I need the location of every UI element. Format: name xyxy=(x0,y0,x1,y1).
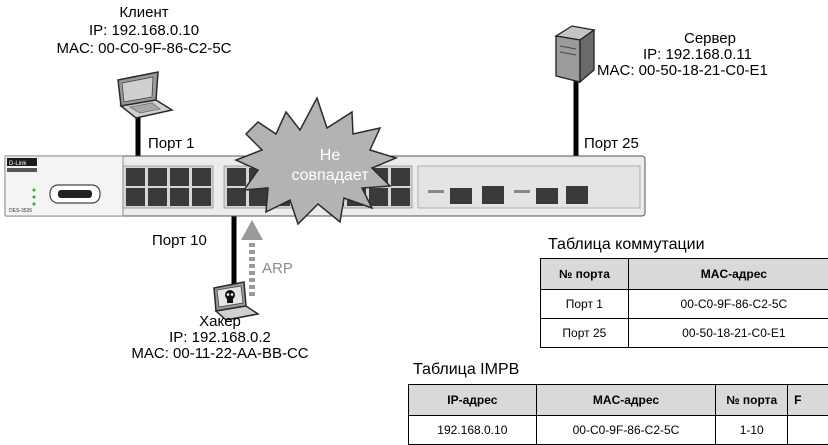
hacker-mac: MAC: 00-11-22-AA-BB-CC xyxy=(60,345,380,362)
table-row: Порт 1 00-C0-9F-86-C2-5C xyxy=(541,290,828,319)
hacker-ip: IP: 192.168.0.2 xyxy=(130,329,310,346)
column-header: № порта xyxy=(541,259,629,290)
table-cell: 00-50-18-21-C0-E1 xyxy=(628,319,828,348)
mismatch-text-line1: Не xyxy=(270,146,390,166)
column-header: MAC-адрес xyxy=(628,259,828,290)
column-header: MAC-адрес xyxy=(536,385,716,416)
server-name: Сервер xyxy=(650,30,770,47)
switching-table: № порта MAC-адрес Порт 1 00-C0-9F-86-C2-… xyxy=(540,258,828,348)
table-header-row: IP-адрес MAC-адрес № порта F xyxy=(409,385,828,416)
server-ip: IP: 192.168.0.11 xyxy=(643,46,752,63)
client-mac: MAC: 00-C0-9F-86-C2-5C xyxy=(34,40,254,57)
server-mac: MAC: 00-50-18-21-C0-E1 xyxy=(597,62,768,79)
combo-ports xyxy=(418,166,640,208)
mismatch-text-line2: совпадает xyxy=(270,166,390,186)
hacker-name: Хакер xyxy=(150,313,290,330)
client-port-label: Порт 1 xyxy=(148,135,195,152)
column-header: IP-адрес xyxy=(409,385,537,416)
laptop-icon xyxy=(118,72,172,118)
table-row: 192.168.0.10 00-C0-9F-86-C2-5C 1-10 xyxy=(409,416,828,445)
table-cell: 1-10 xyxy=(716,416,788,445)
table-cell: Порт 25 xyxy=(541,319,629,348)
table-cell: 192.168.0.10 xyxy=(409,416,537,445)
client-ip: IP: 192.168.0.10 xyxy=(54,22,234,39)
hacker-port-label: Порт 10 xyxy=(152,232,207,249)
column-header: F xyxy=(788,385,828,416)
client-name: Клиент xyxy=(74,4,214,21)
table-cell: 00-C0-9F-86-C2-5C xyxy=(536,416,716,445)
table-cell: 00-C0-9F-86-C2-5C xyxy=(628,290,828,319)
table-row: Порт 25 00-50-18-21-C0-E1 xyxy=(541,319,828,348)
arp-label: ARP xyxy=(262,260,293,277)
impb-table: IP-адрес MAC-адрес № порта F 192.168.0.1… xyxy=(408,384,828,445)
skull-icon xyxy=(225,290,235,300)
port-block-1 xyxy=(123,166,213,208)
table-header-row: № порта MAC-адрес xyxy=(541,259,828,290)
column-header: № порта xyxy=(716,385,788,416)
table-cell: Порт 1 xyxy=(541,290,629,319)
impb-table-title: Таблица IMPB xyxy=(413,361,519,379)
server-port-label: Порт 25 xyxy=(584,135,639,152)
table-cell xyxy=(788,416,828,445)
switching-table-title: Таблица коммутации xyxy=(548,236,705,254)
switch-model: DES-3526 xyxy=(9,208,32,214)
server-icon xyxy=(556,26,594,82)
switch-brand: D-Link xyxy=(9,161,27,167)
